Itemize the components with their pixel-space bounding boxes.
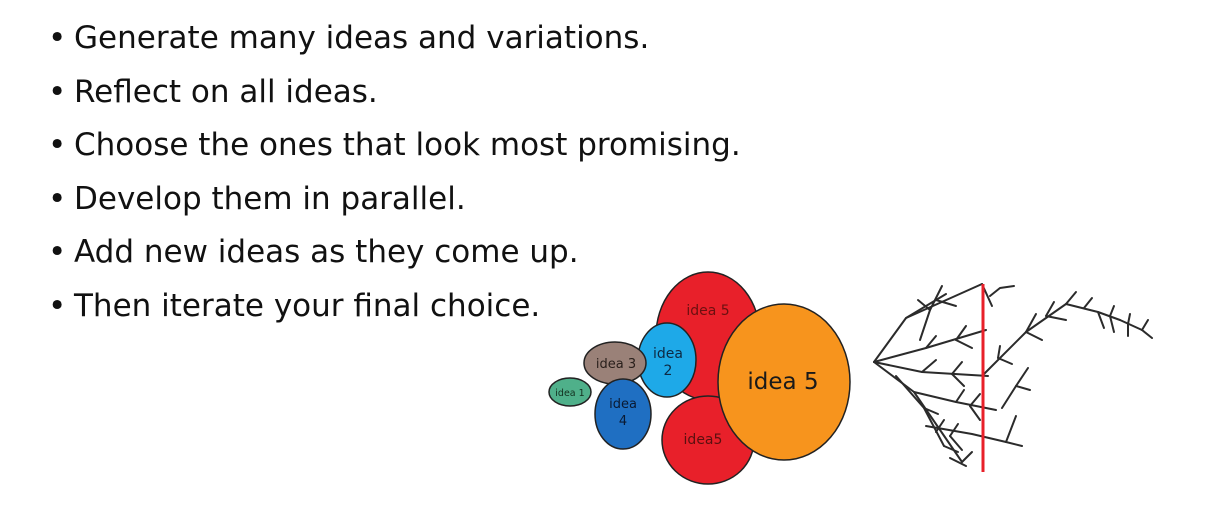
bullet-item: Generate many ideas and variations. bbox=[48, 12, 741, 66]
bullet-item: Develop them in parallel. bbox=[48, 173, 741, 227]
tree-branches bbox=[873, 283, 1153, 467]
branching-iteration-diagram bbox=[873, 283, 1153, 472]
bullet-item: Then iterate your final choice. bbox=[48, 280, 741, 334]
label-idea-1: idea 1 bbox=[555, 388, 584, 399]
bubble-idea-5-large bbox=[717, 303, 851, 461]
label-idea-3: idea 3 bbox=[596, 357, 636, 372]
label-idea-4-line1: idea bbox=[609, 397, 637, 412]
label-idea5-bottom: idea5 bbox=[684, 432, 723, 448]
label-idea-5-large: idea 5 bbox=[747, 369, 818, 395]
label-idea-5-top: idea 5 bbox=[686, 303, 729, 319]
label-idea-2-line1: idea bbox=[653, 346, 683, 362]
label-idea-2-line2: 2 bbox=[664, 363, 673, 379]
bullet-item: Reflect on all ideas. bbox=[48, 66, 741, 120]
bullet-item: Add new ideas as they come up. bbox=[48, 226, 741, 280]
bullet-item: Choose the ones that look most promising… bbox=[48, 119, 741, 173]
bullet-list: Generate many ideas and variations. Refl… bbox=[48, 12, 741, 334]
idea-bubbles-diagram: idea 5 idea5 idea 5 idea 2 idea 3 idea 1… bbox=[548, 271, 851, 485]
label-idea-4-line2: 4 bbox=[619, 414, 627, 429]
bubble-idea-4 bbox=[594, 378, 652, 450]
bubble-idea-1 bbox=[548, 377, 592, 407]
